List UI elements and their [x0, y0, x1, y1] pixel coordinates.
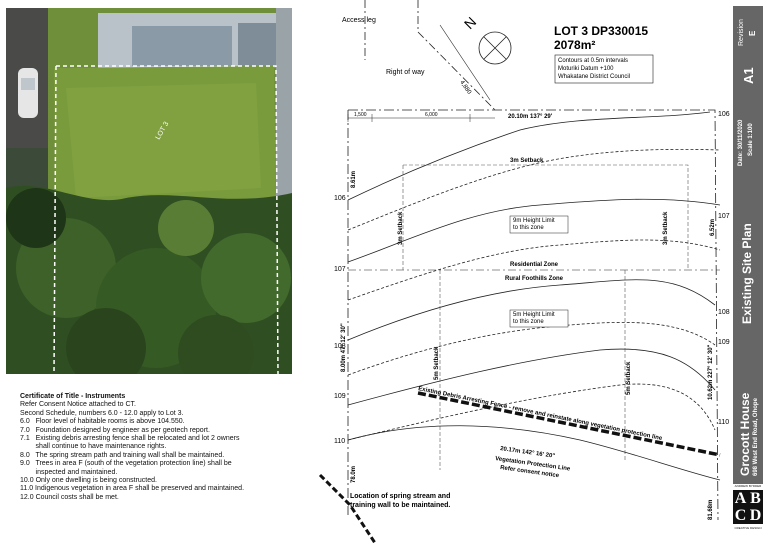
- right-top-dim: 6.52m: [710, 219, 716, 236]
- right-of-way-label: Right of way: [386, 69, 425, 76]
- height-limit-line: 5m Height Limit: [513, 312, 555, 318]
- note-line: 12.0 Council costs shall be met.: [20, 493, 119, 501]
- note-line: 8.0 The spring stream path and training …: [20, 451, 225, 459]
- note-line: Second Schedule, numbers 6.0 - 12.0 appl…: [20, 409, 184, 417]
- contour-label: 108: [334, 343, 346, 350]
- contour-label: 107: [334, 266, 346, 273]
- revision-label: Revision: [738, 19, 745, 46]
- contour-label: 108: [718, 309, 730, 316]
- contour-label: 110: [334, 438, 345, 445]
- north-icon: N: [461, 14, 479, 32]
- site-plan: Access leg Right of way 4,880 N LOT 3 DP…: [300, 0, 740, 544]
- contour-note-line: Moturiki Datum +100: [558, 66, 614, 72]
- notes-title: Certificate of Title - Instruments: [20, 393, 126, 400]
- access-leg-label: Access leg: [342, 17, 376, 24]
- drawing-title: Existing Site Plan: [740, 223, 754, 324]
- setback-5m-left: 5m Setback: [434, 346, 440, 380]
- contour-label: 109: [718, 339, 730, 346]
- left-lower-dim: 78.0m: [351, 466, 357, 483]
- right-lower-dim: 10.62m 227° 12' 30": [708, 344, 714, 400]
- aerial-photo: LOT 3: [6, 8, 292, 374]
- drawing-scale: Scale 1:100: [748, 123, 754, 156]
- boundary-top-dim: 20.10m 137° 29': [508, 114, 553, 120]
- note-line: 7.0 Foundation designed by engineer as p…: [20, 426, 210, 434]
- right-base-dim: 81.68m: [708, 500, 714, 520]
- height-limit-line: 9m Height Limit: [513, 218, 555, 224]
- notes-list: Refer Consent Notice attached to CT.Seco…: [20, 401, 320, 502]
- contour-note-line: Whakatane District Council: [558, 74, 630, 80]
- left-bottom-dim: 8.00m 47° 12' 30": [341, 323, 347, 372]
- lot-title: LOT 3 DP330015: [554, 24, 648, 38]
- note-line: Refer Consent Notice attached to CT.: [20, 401, 136, 409]
- title-block: Revision E A1 Date: 30/11/2020 Scale 1:1…: [733, 6, 763, 538]
- setback-3m-left: 3m Setback: [398, 211, 404, 245]
- spring-stream-line: Location of spring stream and: [350, 493, 450, 500]
- logo-letter-a: A: [733, 490, 748, 507]
- height-limit-line: to this zone: [513, 319, 544, 325]
- contour-label: 106: [334, 195, 346, 202]
- contour-labels-right: 106 107 108 109 110: [718, 111, 730, 426]
- sheet-size: A1: [741, 67, 756, 84]
- logo-letter-c: C: [733, 507, 748, 524]
- left-top-dim: 8.61m: [351, 171, 357, 188]
- contour-note-line: Contours at 0.5m intervals: [558, 58, 628, 64]
- dim-4880: 4,880: [458, 80, 472, 96]
- rural-foothills-zone-label: Rural Foothills Zone: [505, 276, 564, 282]
- setback-3m-right: 3m Setback: [663, 211, 669, 245]
- note-line: 9.0 Trees in area F (south of the vegeta…: [20, 460, 232, 468]
- note-line: 6.0 Floor level of habitable rooms is ab…: [20, 418, 185, 426]
- drawing-date: Date: 30/11/2020: [738, 119, 744, 166]
- logo-letter-b: B: [748, 490, 763, 507]
- abcd-logo: ANDREW BYDDER A B C D CREATIVE DESIGN: [733, 484, 763, 538]
- setback-3m-top: 3m Setback: [510, 158, 544, 164]
- height-limit-line: to this zone: [513, 225, 544, 231]
- note-line: 10.0 Only one dwelling is being construc…: [20, 477, 157, 485]
- north-arrow: N: [461, 14, 512, 65]
- note-line: 7.1 Existing debris arresting fence shal…: [20, 435, 240, 443]
- note-line: inspected and maintained.: [20, 468, 118, 476]
- spring-stream-label: Location of spring stream and training wa…: [350, 493, 450, 509]
- revision-value: E: [748, 30, 757, 36]
- note-line: shall continue to have maintenance right…: [20, 443, 167, 451]
- contour-label: 107: [718, 213, 730, 220]
- dim-1500: 1,500: [354, 112, 367, 118]
- designer-name: ANDREW BYDDER: [734, 484, 762, 488]
- contour-label: 109: [334, 393, 346, 400]
- firm-name: CREATIVE DESIGN: [734, 526, 762, 530]
- setback-5m-right: 5m Setback: [626, 361, 632, 395]
- lot-area: 2078m²: [554, 38, 595, 52]
- project-address: 698 West End Road, Ohope: [753, 398, 759, 476]
- residential-zone-label: Residential Zone: [510, 262, 559, 268]
- contour-label: 110: [718, 419, 729, 426]
- contour-label: 106: [718, 111, 730, 118]
- logo-letter-d: D: [748, 507, 763, 524]
- note-line: 11.0 Indigenous vegetation in area F sha…: [20, 485, 245, 493]
- contour-labels-left: 106 107 108 109 110: [334, 195, 346, 445]
- dim-6000: 6,000: [425, 112, 438, 118]
- project-name: Grocott House: [738, 392, 752, 476]
- title-instruments-notes: Certificate of Title - Instruments Refer…: [20, 393, 320, 502]
- spring-stream-line: training wall to be maintained.: [350, 502, 450, 509]
